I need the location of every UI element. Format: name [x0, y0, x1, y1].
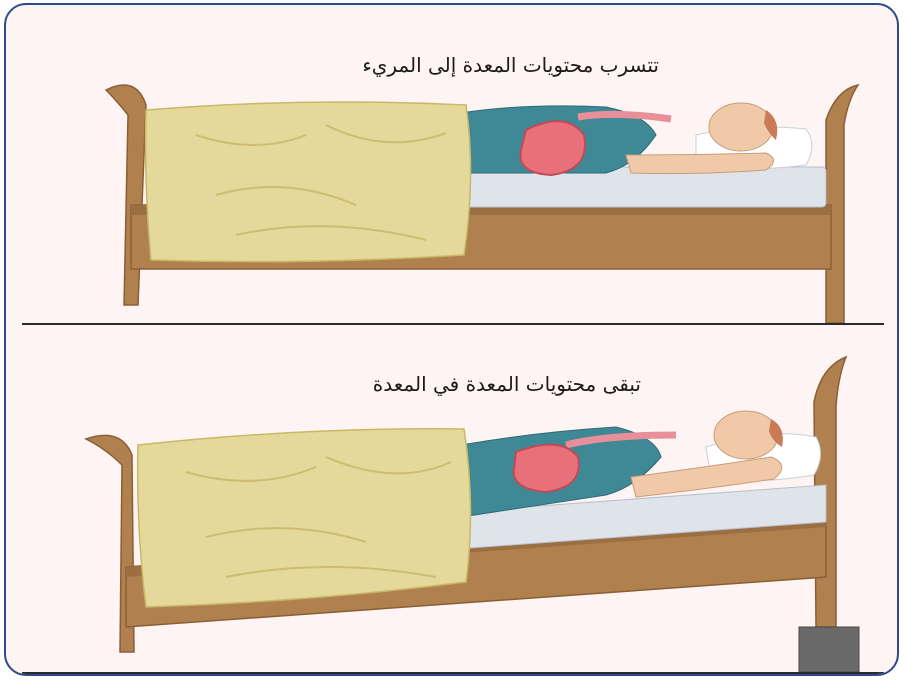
blanket	[146, 102, 471, 262]
patient-head	[709, 103, 773, 151]
blanket	[138, 429, 471, 607]
figure-frame: تتسرب محتويات المعدة إلى المريء	[4, 3, 899, 676]
floor-line-top	[22, 323, 884, 325]
stomach	[520, 121, 585, 175]
patient-arm	[626, 153, 774, 174]
bed-footboard-right	[826, 85, 858, 323]
caption-flat-bed: تتسرب محتويات المعدة إلى المريء	[362, 53, 659, 77]
bed-block	[799, 627, 859, 672]
panel-flat-bed: تتسرب محتويات المعدة إلى المريء	[6, 5, 899, 327]
patient-head	[714, 411, 778, 459]
bed-headboard-left	[106, 85, 146, 305]
floor-line-bottom	[22, 672, 884, 674]
panel-raised-bed: تبقى محتويات المعدة في المعدة	[6, 327, 899, 676]
caption-raised-bed: تبقى محتويات المعدة في المعدة	[373, 372, 641, 396]
stomach	[514, 445, 579, 492]
